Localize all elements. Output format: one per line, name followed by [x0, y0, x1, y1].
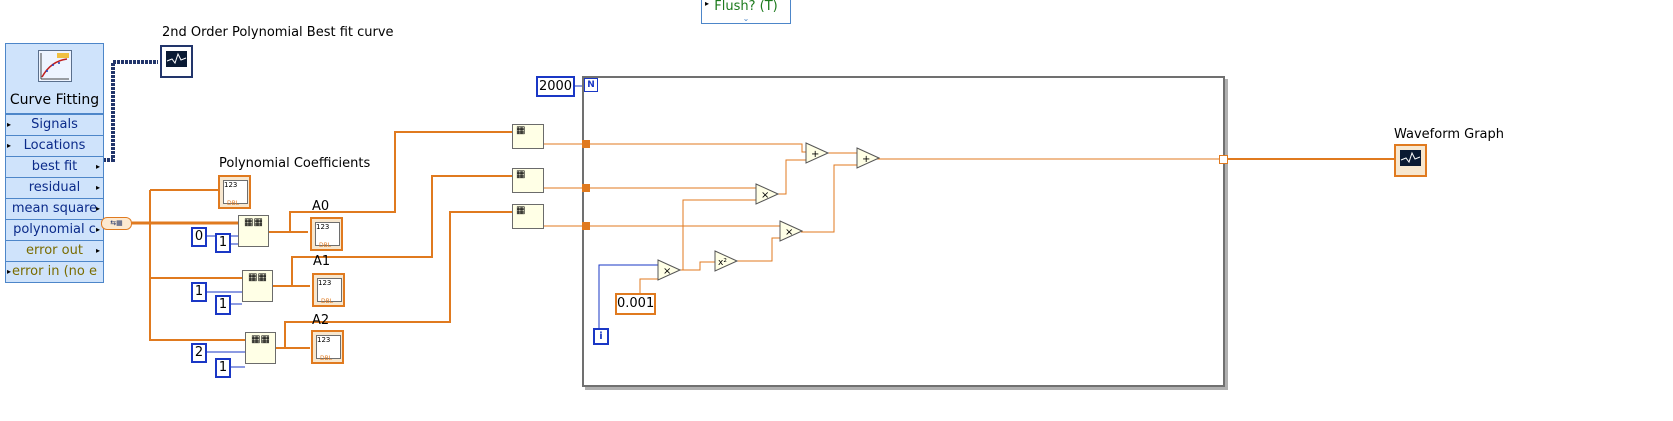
add-node-2[interactable]: + — [856, 147, 880, 169]
curve-fitting-icon — [38, 50, 72, 82]
input-tunnel-a1[interactable] — [582, 184, 590, 192]
terminal-error-in[interactable]: ▸error in (no e — [6, 261, 103, 282]
add-node-1[interactable]: + — [805, 142, 829, 164]
length-constant-2[interactable]: 1 — [215, 358, 231, 378]
array-subset-node-a0[interactable]: ▦▦ — [238, 215, 269, 247]
curve-plot-icon — [40, 53, 69, 80]
index-constant-2[interactable]: 2 — [191, 343, 207, 363]
input-arrow-icon: ▸ — [7, 120, 12, 129]
multiply-icon: × — [785, 227, 793, 238]
input-tunnel-a2[interactable] — [582, 222, 590, 230]
array-subset-icon: ▦▦ — [248, 272, 267, 283]
polynomial-coefficients-indicator[interactable]: 123 DBL — [218, 175, 251, 209]
terminal-locations[interactable]: ▸Locations — [6, 135, 103, 156]
square-node[interactable]: x² — [714, 250, 738, 272]
input-tunnel-a0[interactable] — [582, 140, 590, 148]
terminal-best-fit[interactable]: best fit▸ — [6, 156, 103, 177]
convert-from-dynamic-data-node[interactable]: ⇆▦ — [101, 217, 132, 230]
terminal-polynomial-coefficients[interactable]: polynomial c▸ — [6, 219, 103, 240]
best-fit-graph-label: 2nd Order Polynomial Best fit curve — [162, 25, 394, 40]
a1-indicator[interactable]: 123 DBL — [312, 273, 345, 307]
input-arrow-icon: ▸ — [7, 267, 12, 276]
index-constant-1[interactable]: 1 — [191, 282, 207, 302]
graph-screen-icon — [166, 51, 187, 67]
flush-label: Flush? (T) — [714, 0, 778, 14]
array-subset-icon: ▦▦ — [244, 217, 263, 228]
chevron-down-icon[interactable]: ⌄ — [742, 14, 750, 23]
dt-constant[interactable]: 0.001 — [615, 293, 656, 315]
add-icon: + — [811, 149, 819, 160]
curve-fitting-express-vi[interactable]: Curve Fitting ▸Signals ▸Locations best f… — [5, 43, 104, 283]
length-constant-0[interactable]: 1 — [215, 233, 231, 253]
flush-terminal[interactable]: ▸ Flush? (T) ⌄ — [701, 0, 791, 24]
waveform-graph-label: Waveform Graph — [1394, 127, 1504, 142]
a2-label: A2 — [312, 313, 330, 328]
multiply-icon: × — [663, 266, 671, 277]
terminal-mean-square[interactable]: mean square▸ — [6, 198, 103, 219]
arrow-icon: ▸ — [705, 0, 710, 8]
output-arrow-icon: ▸ — [95, 225, 100, 234]
output-arrow-icon: ▸ — [95, 183, 100, 192]
express-vi-header: Curve Fitting — [6, 44, 103, 114]
length-constant-1[interactable]: 1 — [215, 295, 231, 315]
dbl-type-icon: DBL — [227, 200, 240, 207]
index-array-icon: ▦ — [516, 125, 526, 136]
conversion-icon: ⇆▦ — [110, 219, 123, 227]
graph-screen-icon — [1400, 150, 1421, 166]
for-loop[interactable] — [582, 76, 1225, 387]
array-numeric-icon: 123 — [223, 180, 248, 204]
a2-indicator[interactable]: 123 DBL — [311, 330, 344, 364]
output-tunnel[interactable] — [1219, 155, 1228, 164]
dbl-type-icon: DBL — [321, 298, 334, 305]
multiply-icon: × — [761, 190, 769, 201]
output-arrow-icon: ▸ — [95, 246, 100, 255]
array-subset-icon: ▦▦ — [251, 334, 270, 345]
express-vi-title: Curve Fitting — [9, 92, 100, 108]
terminal-signals[interactable]: ▸Signals — [6, 114, 103, 135]
loop-count-terminal[interactable]: N — [584, 78, 598, 92]
array-subset-node-a2[interactable]: ▦▦ — [245, 332, 276, 364]
index-array-node-a0[interactable]: ▦ — [512, 124, 544, 149]
waveform-graph-terminal[interactable] — [1394, 144, 1427, 177]
array-subset-node-a1[interactable]: ▦▦ — [242, 270, 273, 302]
output-arrow-icon: ▸ — [95, 204, 100, 213]
index-array-icon: ▦ — [516, 169, 526, 180]
add-icon: + — [862, 154, 870, 165]
dbl-type-icon: DBL — [319, 242, 332, 249]
dbl-type-icon: DBL — [320, 355, 333, 362]
array-numeric-icon: 123 — [317, 278, 342, 302]
a0-label: A0 — [312, 199, 330, 214]
terminal-residual[interactable]: residual▸ — [6, 177, 103, 198]
multiply-node-a2[interactable]: × — [779, 220, 803, 242]
array-numeric-icon: 123 — [316, 335, 341, 359]
polynomial-coefficients-label: Polynomial Coefficients — [219, 156, 371, 171]
multiply-node-i-dt[interactable]: × — [657, 259, 681, 281]
index-constant-0[interactable]: 0 — [191, 227, 207, 247]
output-arrow-icon: ▸ — [95, 162, 100, 171]
input-arrow-icon: ▸ — [7, 141, 12, 150]
multiply-node-a1[interactable]: × — [755, 183, 779, 205]
array-numeric-icon: 123 — [315, 222, 340, 246]
index-array-icon: ▦ — [516, 205, 526, 216]
a0-indicator[interactable]: 123 DBL — [310, 217, 343, 251]
terminal-error-out[interactable]: error out▸ — [6, 240, 103, 261]
index-array-node-a1[interactable]: ▦ — [512, 168, 544, 193]
loop-iteration-terminal[interactable]: i — [593, 328, 609, 345]
square-icon: x² — [718, 258, 727, 268]
best-fit-graph-terminal[interactable] — [160, 45, 193, 78]
a1-label: A1 — [313, 254, 331, 269]
index-array-node-a2[interactable]: ▦ — [512, 204, 544, 229]
loop-count-constant[interactable]: 2000 — [536, 76, 575, 97]
